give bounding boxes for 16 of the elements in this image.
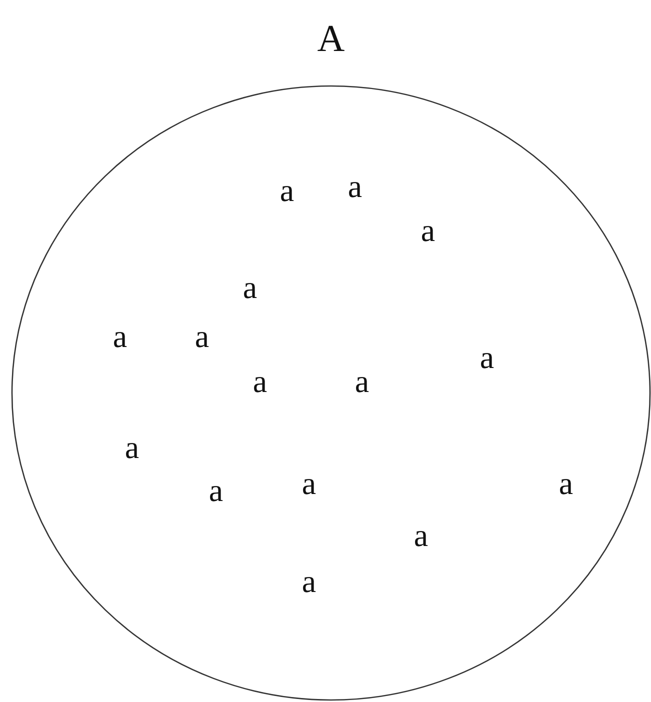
element-label: a [252, 365, 268, 397]
element-label: a [302, 565, 316, 597]
element-label: a [414, 519, 428, 551]
element-label: a [420, 214, 436, 246]
element-label: a [480, 341, 494, 373]
element-label: a [242, 271, 258, 303]
element-label: a [354, 365, 370, 397]
element-label: a [194, 320, 210, 352]
element-label: a [348, 170, 362, 202]
element-label: a [208, 474, 224, 506]
element-label: a [124, 431, 140, 463]
element-label: a [280, 174, 294, 206]
element-label: a [302, 467, 316, 499]
set-heading: A [317, 20, 345, 58]
element-label: a [558, 467, 574, 499]
element-label: a [112, 320, 128, 352]
